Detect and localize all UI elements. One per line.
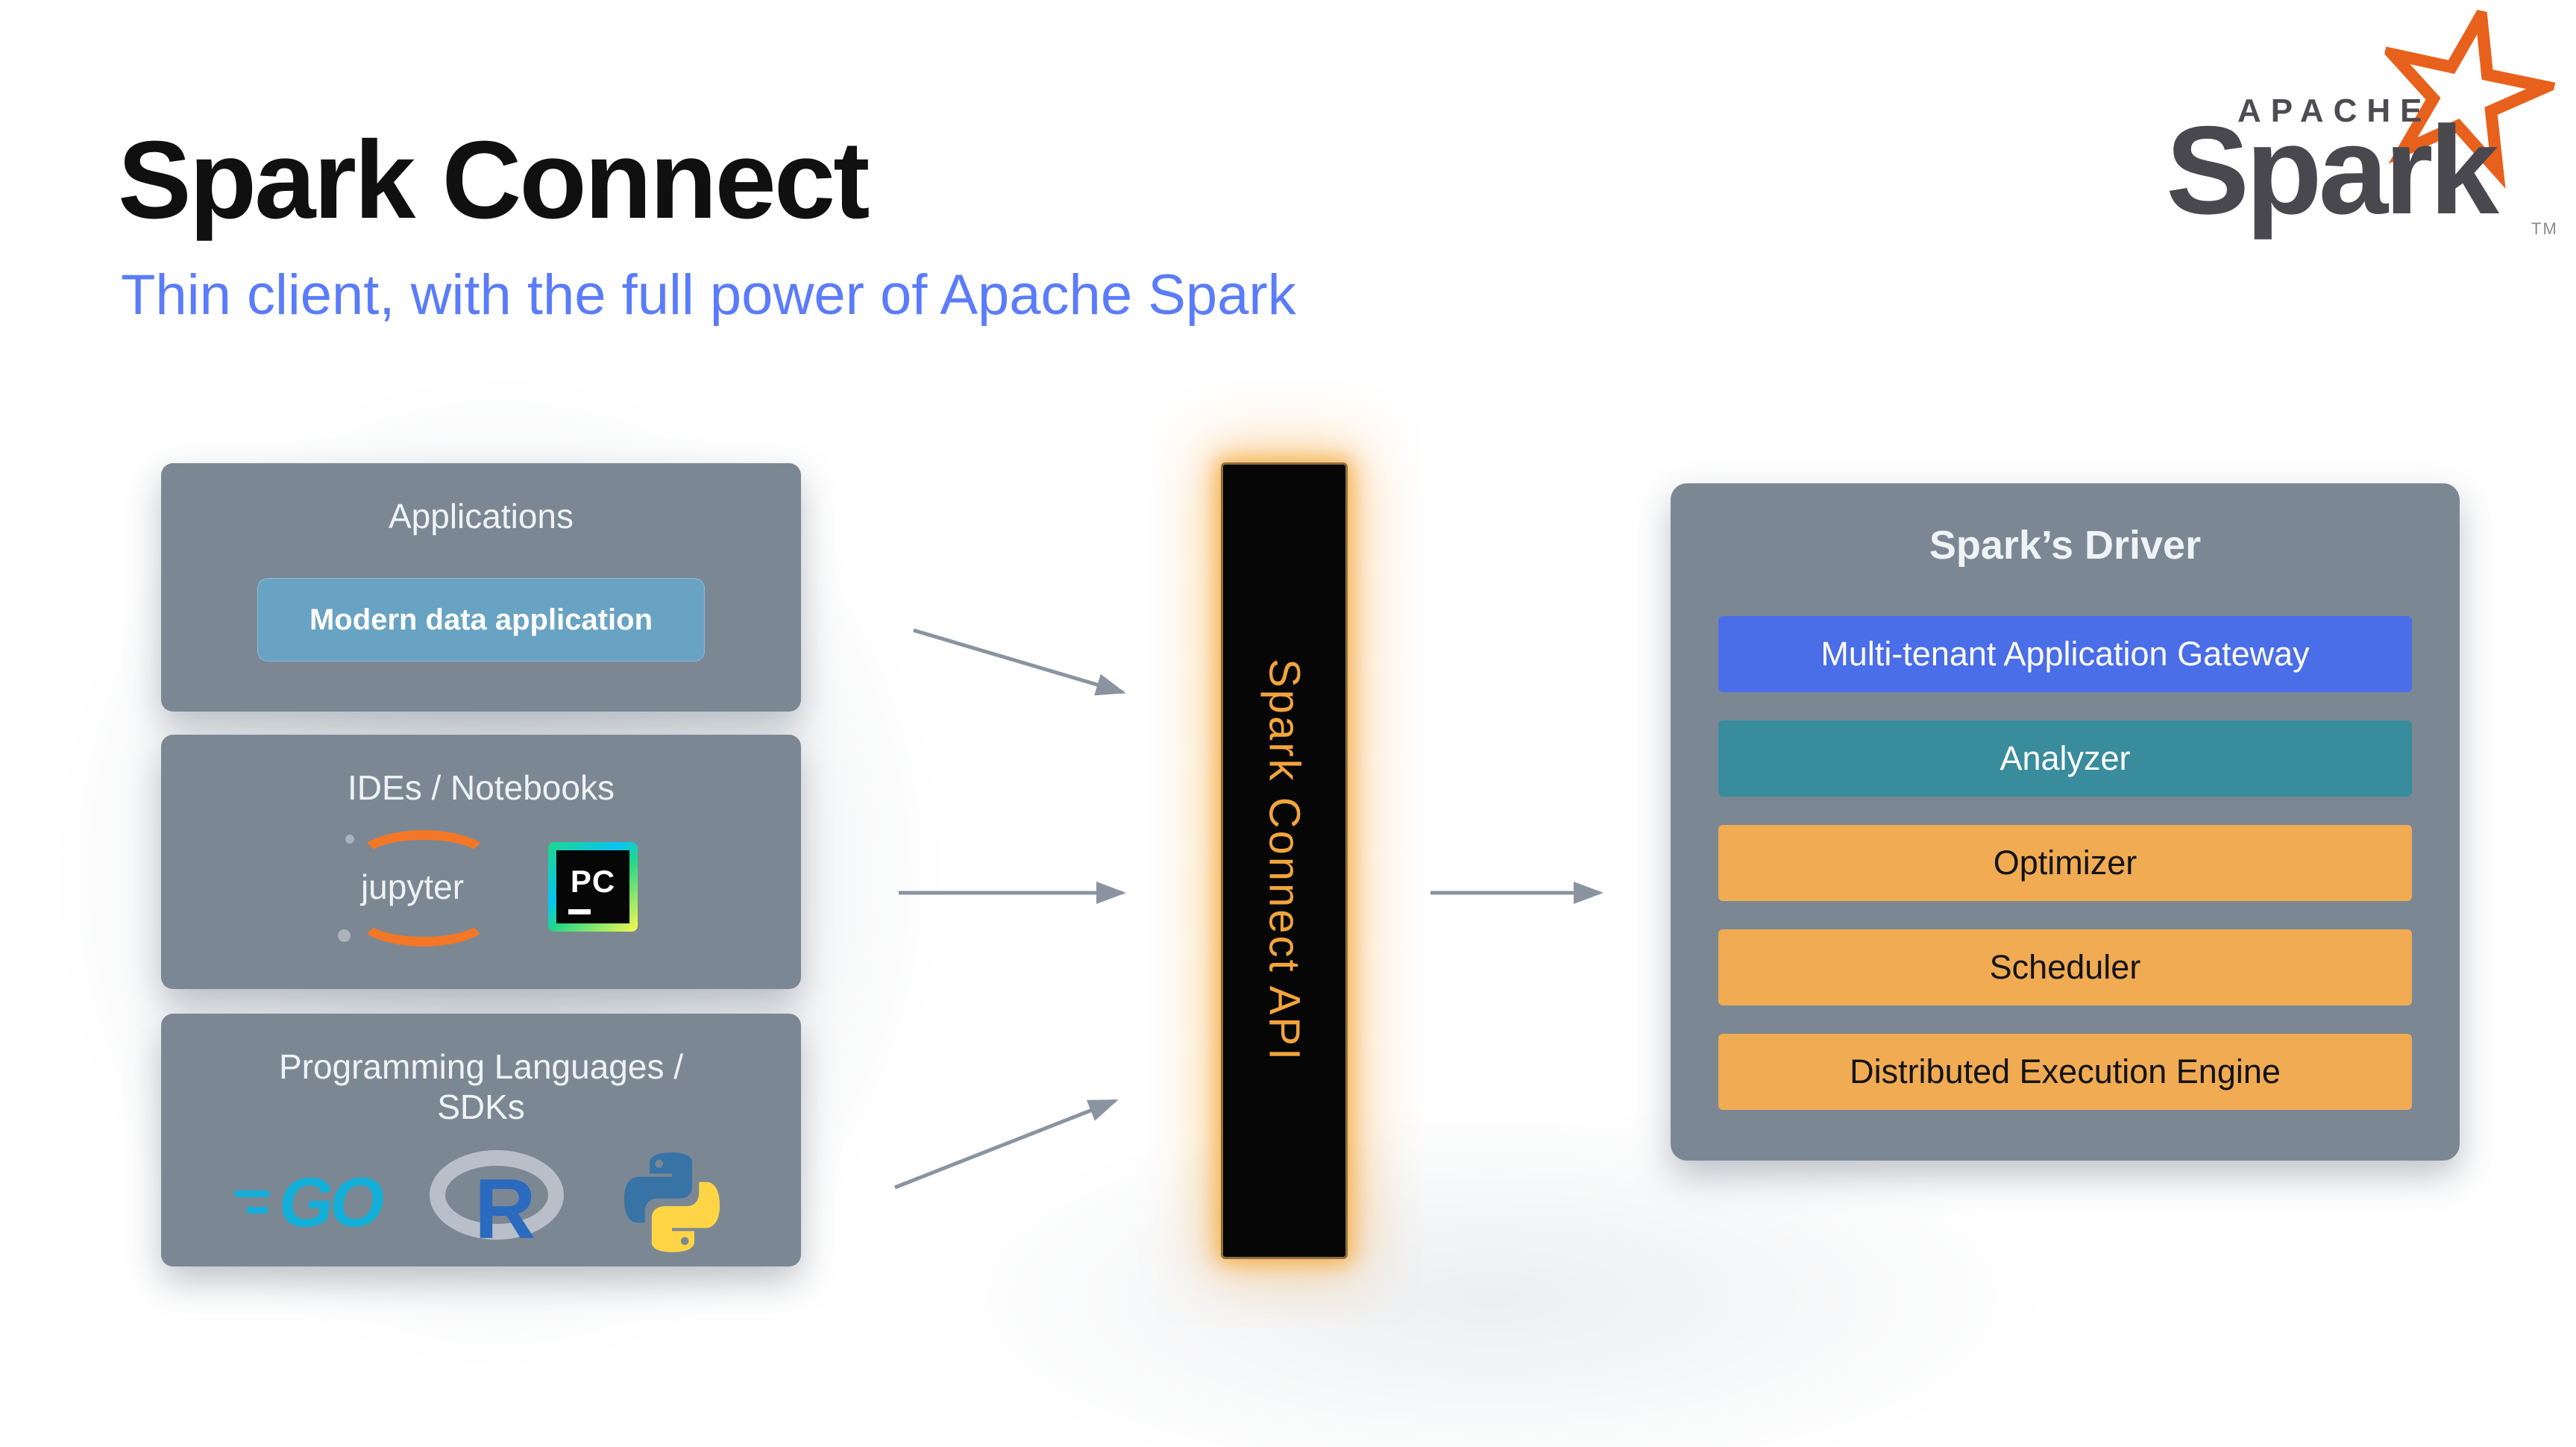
pycharm-underscore — [568, 909, 591, 915]
languages-icons-row: GO R — [161, 1146, 801, 1259]
driver-row-analyzer: Analyzer — [1718, 721, 2412, 797]
driver-row-scheduler: Scheduler — [1718, 929, 2412, 1005]
languages-title-line1: Programming Languages / — [278, 1047, 684, 1086]
subtitle: Thin client, with the full power of Apac… — [121, 263, 1296, 327]
spark-connect-api-label: Spark Connect API — [1260, 659, 1309, 1063]
page-title: Spark Connect — [118, 119, 870, 242]
trademark-label: TM — [2531, 219, 2558, 238]
arrow-applications-to-api — [913, 628, 1126, 696]
r-logo: R — [428, 1146, 568, 1259]
r-letter: R — [474, 1161, 536, 1257]
spark-wordmark: Spark — [2166, 100, 2499, 240]
driver-row-execution-engine: Distributed Execution Engine — [1718, 1034, 2412, 1110]
pycharm-logo: PC — [548, 842, 638, 932]
jupyter-dot-top — [345, 835, 354, 844]
ides-icons-row: jupyter PC — [161, 826, 801, 948]
applications-panel: Applications Modern data application — [161, 463, 801, 712]
driver-row-optimizer: Optimizer — [1718, 825, 2412, 901]
python-logo — [624, 1152, 720, 1252]
applications-panel-title: Applications — [388, 497, 574, 536]
spark-driver-panel: Spark’s Driver Multi-tenant Application … — [1671, 483, 2460, 1161]
spark-star-icon — [2375, 0, 2566, 189]
modern-data-application-chip: Modern data application — [257, 578, 705, 662]
jupyter-logo: jupyter — [324, 826, 500, 948]
pycharm-wordmark: PC — [570, 864, 616, 900]
apache-wordmark: APACHE — [2237, 92, 2432, 129]
spark-connect-api-bar: Spark Connect API — [1221, 462, 1348, 1259]
driver-row-gateway: Multi-tenant Application Gateway — [1718, 616, 2412, 692]
background-wash-bottom — [932, 1104, 2051, 1447]
ides-panel-title: IDEs / Notebooks — [348, 768, 615, 807]
go-wordmark: GO — [278, 1162, 384, 1241]
ides-notebooks-panel: IDEs / Notebooks jupyter PC — [161, 735, 801, 989]
jupyter-dot-bottom — [338, 929, 351, 943]
spark-driver-rows: Multi-tenant Application Gateway Analyze… — [1718, 616, 2412, 1110]
go-speed-lines — [233, 1190, 270, 1214]
apache-spark-logo: APACHE Spark TM — [2132, 0, 2566, 252]
go-logo: GO — [233, 1162, 384, 1243]
languages-panel: Programming Languages / SDKs GO R — [161, 1014, 801, 1266]
pycharm-inner: PC — [556, 850, 629, 924]
spark-driver-title: Spark’s Driver — [1929, 523, 2202, 568]
languages-panel-title: Programming Languages / SDKs — [161, 1014, 801, 1128]
languages-title-line2: SDKs — [437, 1087, 525, 1127]
jupyter-arc-bottom — [354, 887, 493, 947]
